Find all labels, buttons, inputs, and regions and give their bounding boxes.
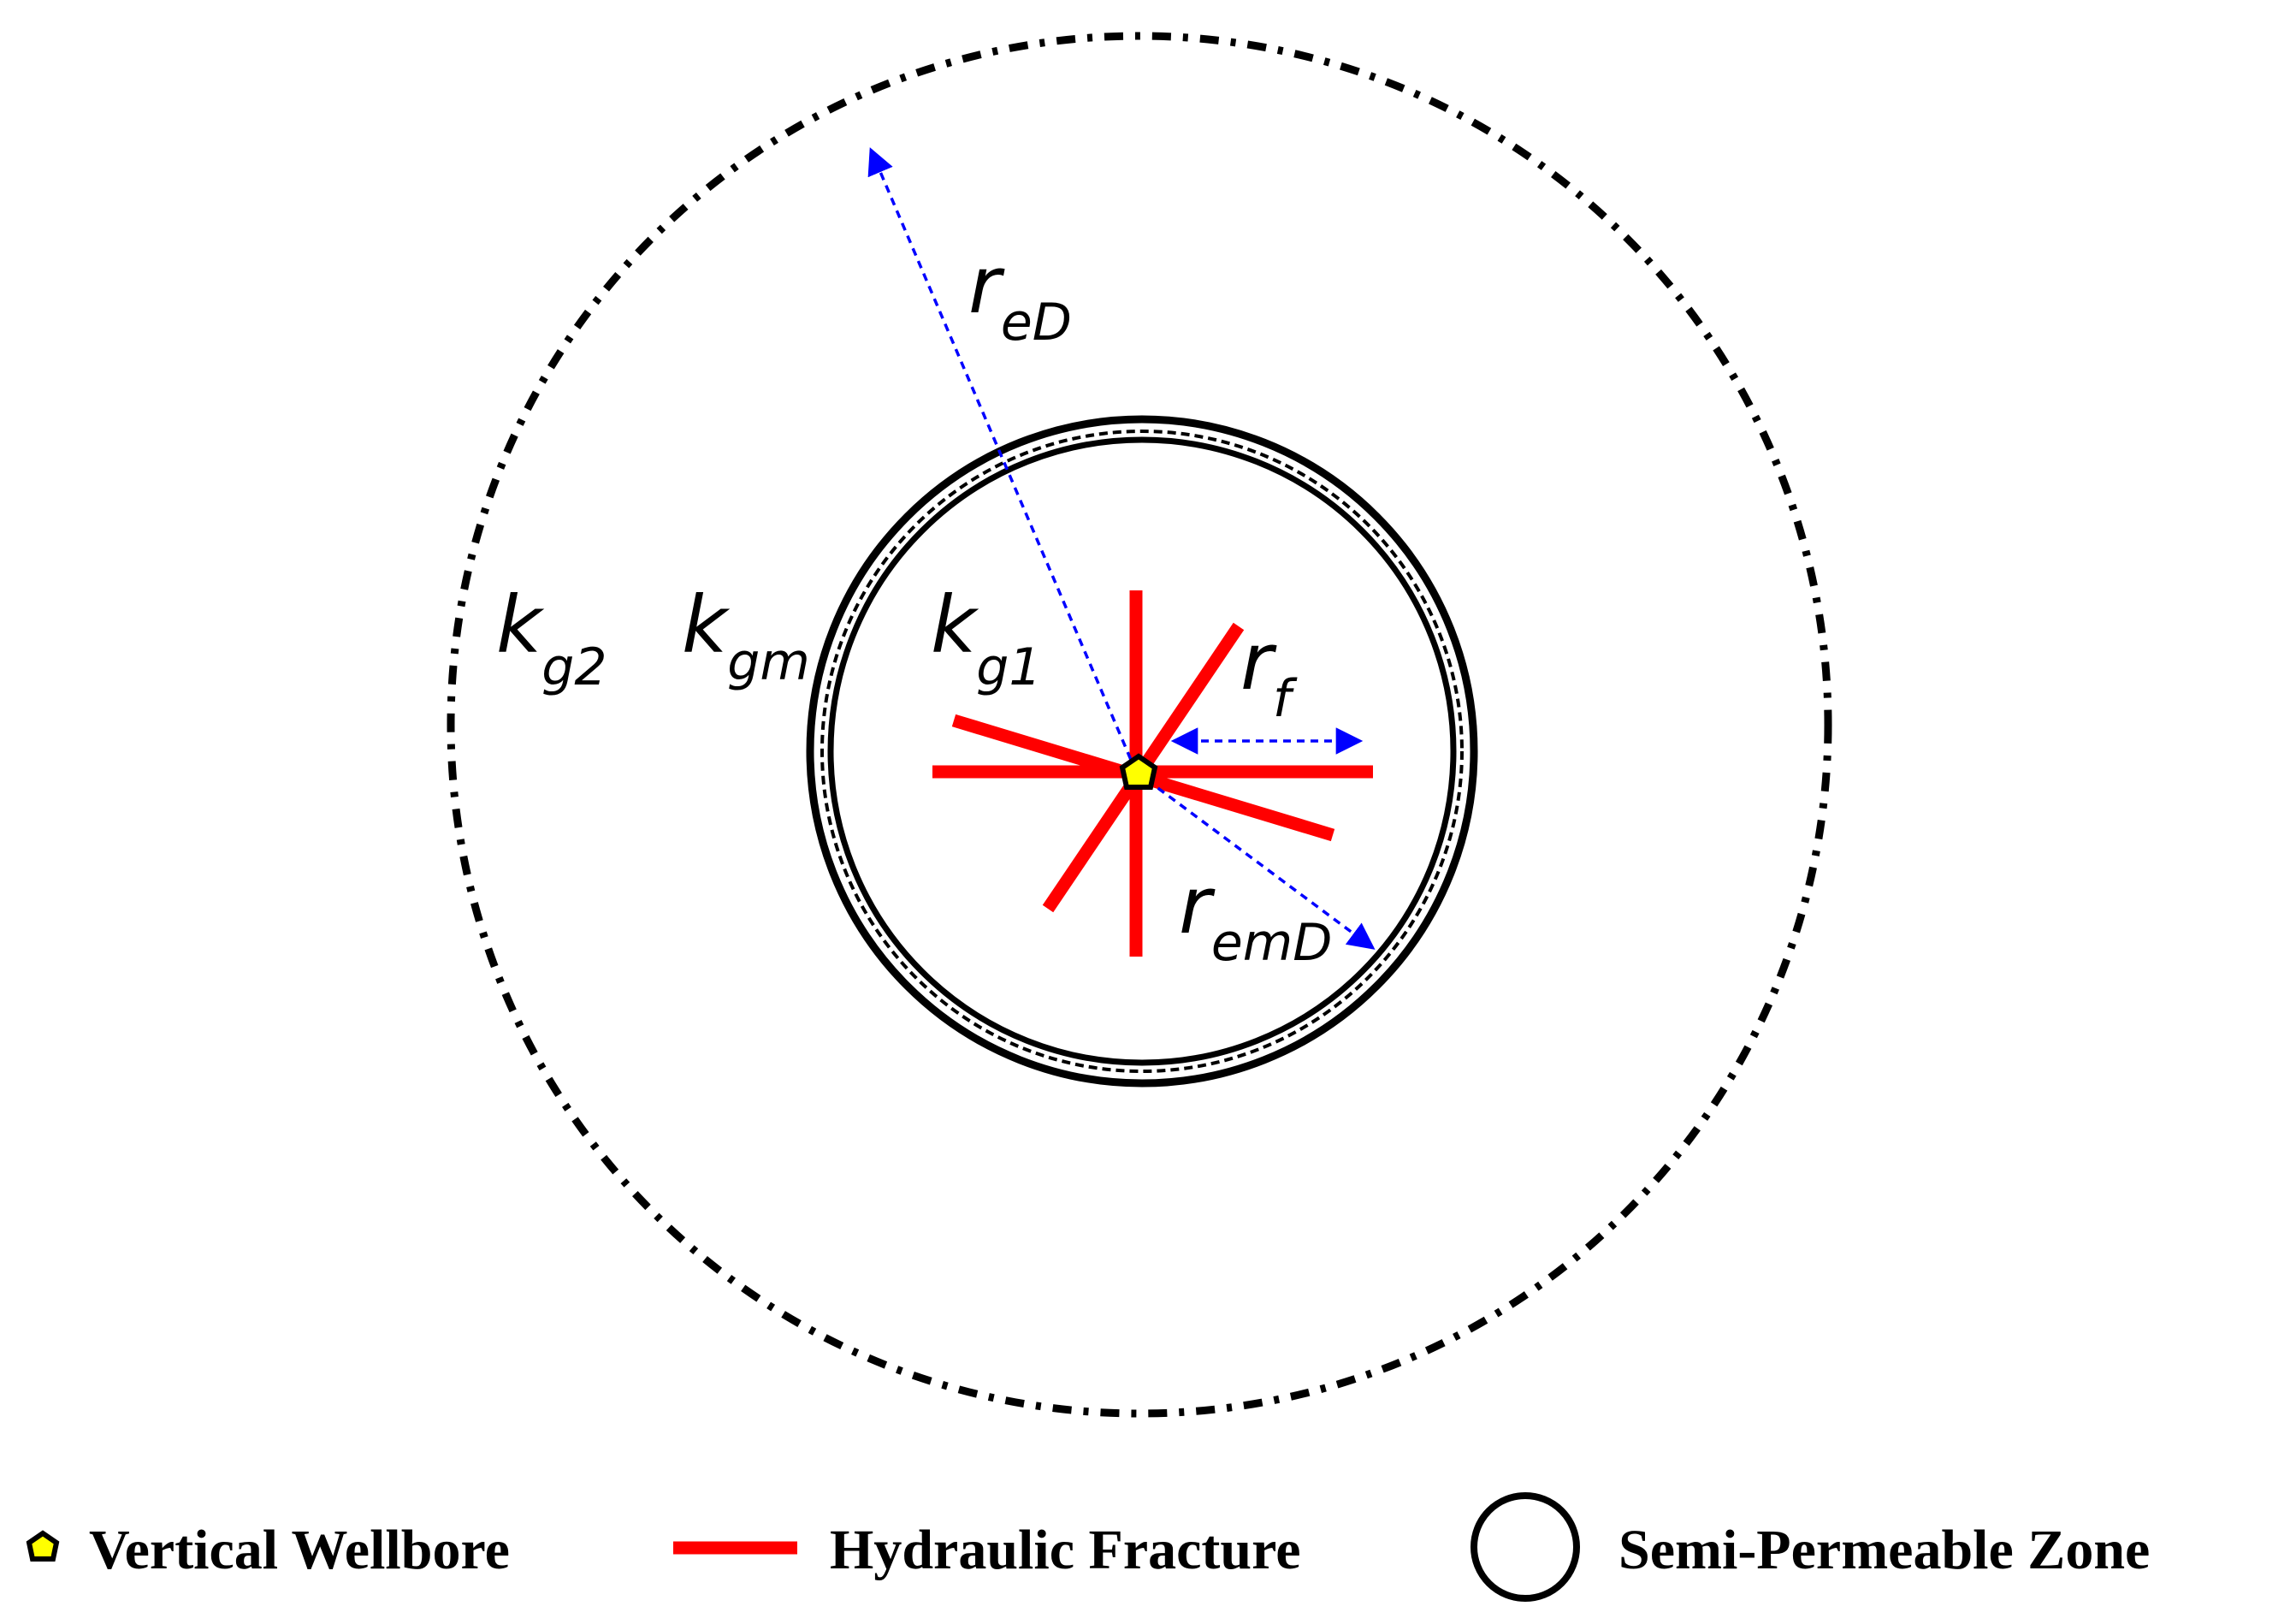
label-kgm: kgm bbox=[682, 579, 810, 692]
label-kg2: kg2 bbox=[496, 579, 607, 697]
legend-label-wellbore: Vertical Wellbore bbox=[89, 1519, 510, 1581]
wellbore-icon bbox=[1119, 753, 1158, 790]
circle-icon bbox=[1471, 1492, 1580, 1602]
legend-item-fracture: Hydraulic Fracture bbox=[673, 1519, 1301, 1581]
semi-permeable-zone bbox=[806, 415, 1478, 1088]
legend: Vertical Wellbore Hydraulic Fracture Sem… bbox=[26, 1492, 2150, 1602]
label-kg1: kg1 bbox=[931, 579, 1042, 697]
legend-item-wellbore: Vertical Wellbore bbox=[26, 1519, 510, 1581]
legend-label-zone: Semi-Permeable Zone bbox=[1618, 1519, 2150, 1581]
label-reD: reD bbox=[968, 240, 1072, 353]
wellbore-icon bbox=[26, 1530, 60, 1562]
legend-label-fracture: Hydraulic Fracture bbox=[830, 1519, 1301, 1581]
legend-item-zone: Semi-Permeable Zone bbox=[1471, 1492, 2150, 1602]
label-remD: remD bbox=[1179, 860, 1332, 973]
reD-arrow bbox=[867, 147, 1138, 773]
label-rf: rf bbox=[1240, 616, 1298, 729]
radius-arrows bbox=[867, 147, 1376, 950]
outer-boundary-circle bbox=[447, 32, 1832, 1418]
